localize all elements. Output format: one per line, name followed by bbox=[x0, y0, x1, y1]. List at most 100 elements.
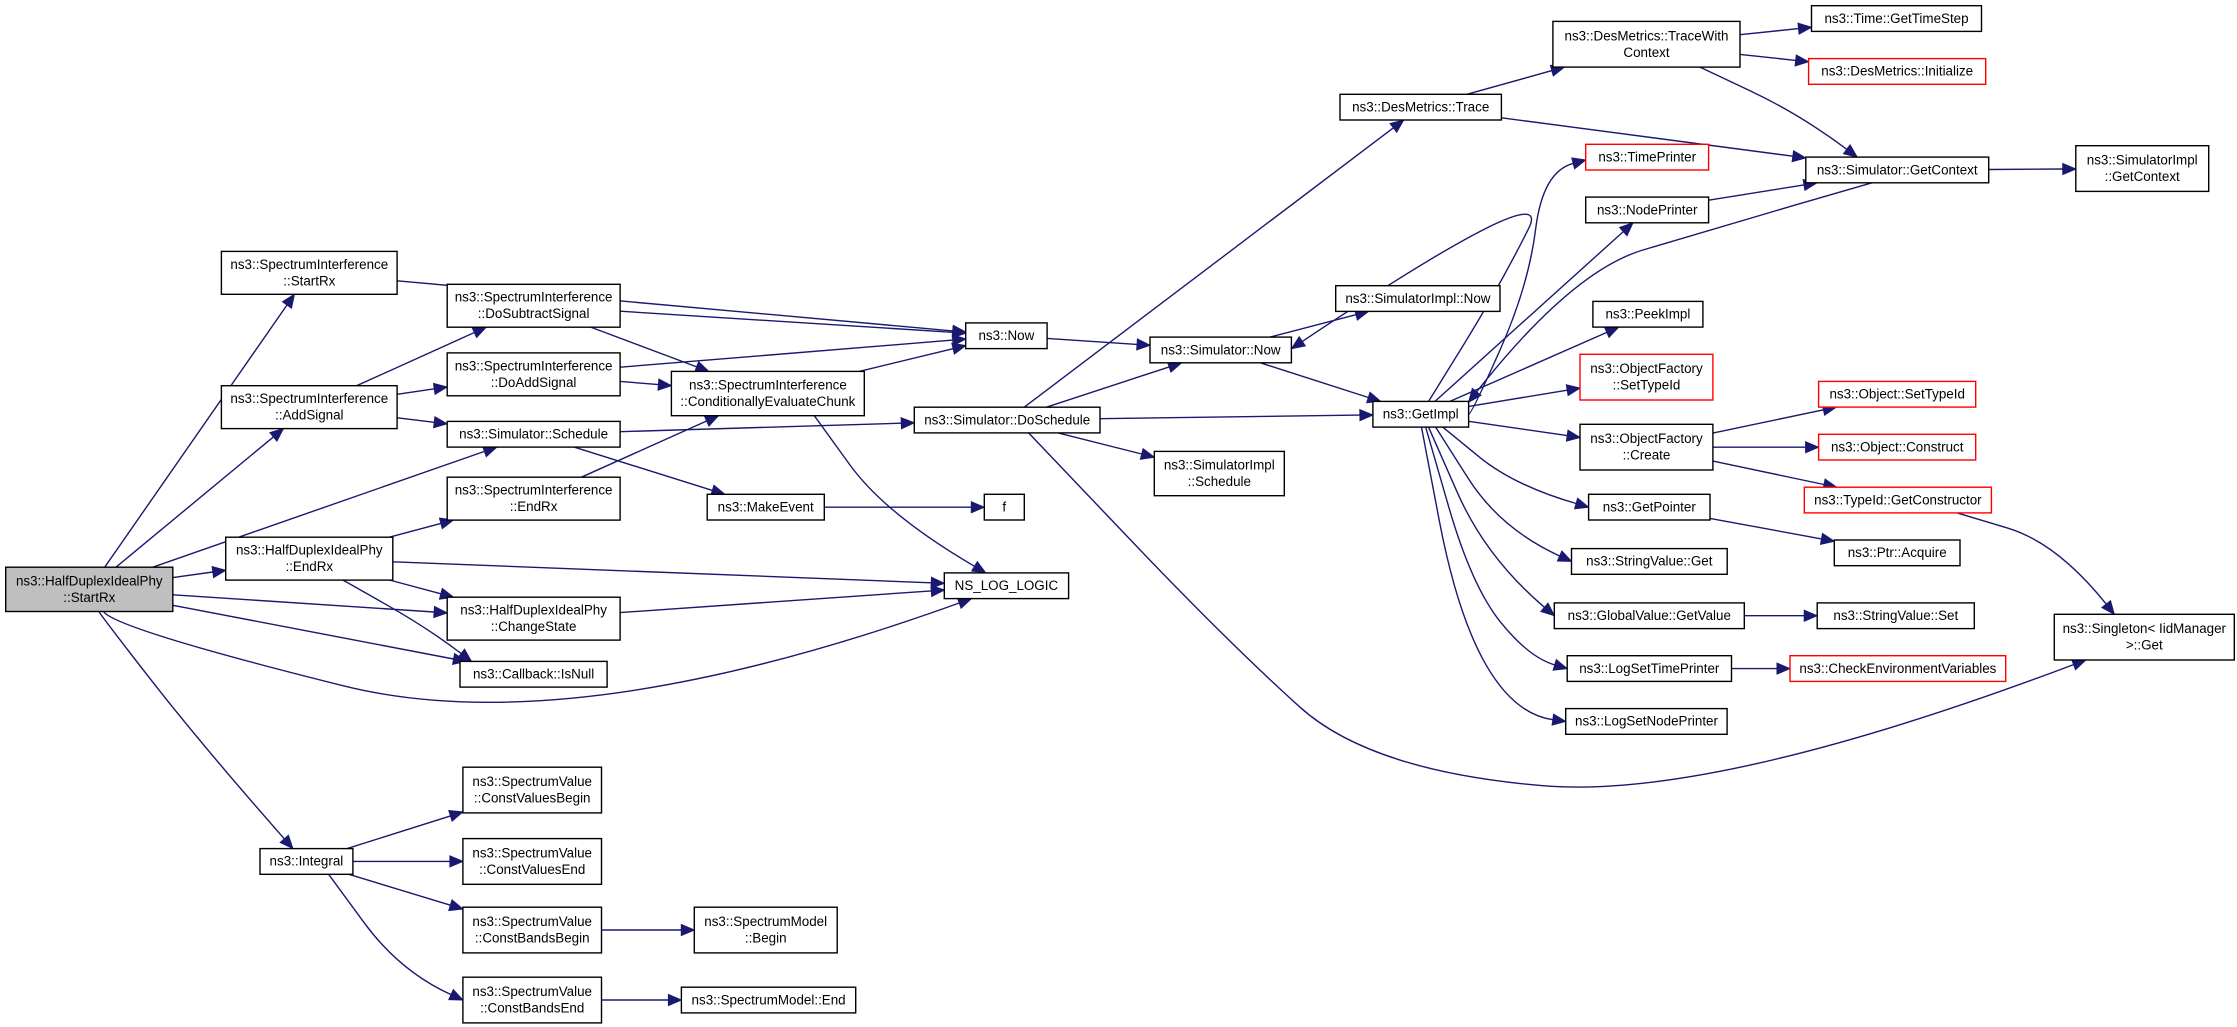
node-si-endrx[interactable]: ns3::SpectrumInterference::EndRx bbox=[446, 476, 621, 521]
edge-getimpl-to-of_settypeid bbox=[1468, 389, 1568, 408]
edge-desm_tracewith-to-sim_getcontext bbox=[1699, 66, 1848, 150]
node-logsettimeprinter[interactable]: ns3::LogSetTimePrinter bbox=[1566, 655, 1733, 683]
node-label: ns3::SimulatorImpl bbox=[1164, 458, 1275, 473]
node-box bbox=[983, 493, 1025, 521]
node-getimpl[interactable]: ns3::GetImpl bbox=[1372, 400, 1470, 428]
arrowhead-startrx-to-ns_log_logic bbox=[956, 597, 973, 610]
node-box bbox=[1817, 380, 1977, 408]
arrowhead-startrx-to-si_addsignal bbox=[269, 427, 285, 443]
node-getpointer[interactable]: ns3::GetPointer bbox=[1587, 493, 1711, 521]
node-sv-get[interactable]: ns3::StringValue::Get bbox=[1570, 547, 1728, 575]
node-sv-cvbegin[interactable]: ns3::SpectrumValue::ConstValuesBegin bbox=[462, 766, 603, 814]
node-label: ns3::HalfDuplexIdealPhy bbox=[16, 573, 163, 588]
node-ns-log-logic[interactable]: NS_LOG_LOGIC bbox=[943, 572, 1070, 600]
node-sm-end[interactable]: ns3::SpectrumModel::End bbox=[680, 986, 857, 1014]
node-singleton-get[interactable]: ns3::Singleton< IidManager>::Get bbox=[2053, 613, 2236, 661]
node-sim-doschedule[interactable]: ns3::Simulator::DoSchedule bbox=[913, 406, 1101, 434]
node-sv-set[interactable]: ns3::StringValue::Set bbox=[1816, 602, 1975, 630]
node-desm-init[interactable]: ns3::DesMetrics::Initialize bbox=[1807, 57, 1987, 85]
node-box bbox=[462, 766, 603, 814]
node-integral[interactable]: ns3::Integral bbox=[259, 847, 354, 875]
arrowhead-sim_doschedule-to-singleton_get bbox=[2070, 658, 2088, 671]
node-sim-getcontext[interactable]: ns3::Simulator::GetContext bbox=[1805, 156, 1990, 184]
node-si-dosub[interactable]: ns3::SpectrumInterference::DoSubtractSig… bbox=[446, 283, 621, 328]
edge-hd_endrx-to-ns_log_logic bbox=[392, 561, 932, 584]
arrowhead-integral-to-sv_cvend bbox=[449, 855, 465, 868]
arrowhead-hd_endrx-to-hd_changestate bbox=[438, 587, 455, 600]
node-checkenv[interactable]: ns3::CheckEnvironmentVariables bbox=[1789, 655, 2007, 683]
edge-getimpl-to-of_create bbox=[1468, 420, 1568, 437]
arrowhead-desm_tracewith-to-time_gettimestep bbox=[1797, 22, 1813, 35]
node-hd-changestate[interactable]: ns3::HalfDuplexIdealPhy::ChangeState bbox=[446, 596, 621, 641]
node-makeevent[interactable]: ns3::MakeEvent bbox=[706, 493, 826, 521]
arrowhead-sim_doschedule-to-desm_trace bbox=[1389, 119, 1405, 134]
node-label: ns3::LogSetNodePrinter bbox=[1575, 714, 1718, 729]
node-typeid-getctor[interactable]: ns3::TypeId::GetConstructor bbox=[1803, 486, 1993, 514]
node-label: ns3::CheckEnvironmentVariables bbox=[1799, 661, 1996, 676]
node-label: ::ConstValuesBegin bbox=[474, 791, 591, 806]
node-sv-cbbegin[interactable]: ns3::SpectrumValue::ConstBandsBegin bbox=[462, 906, 603, 954]
node-simimpl-getcontext[interactable]: ns3::SimulatorImpl::GetContext bbox=[2075, 144, 2210, 193]
arrowhead-getimpl-to-gv_getvalue bbox=[1540, 602, 1556, 617]
node-box bbox=[1579, 423, 1714, 471]
node-timeprinter[interactable]: ns3::TimePrinter bbox=[1584, 143, 1710, 171]
node-box bbox=[1552, 20, 1741, 68]
node-gv-getvalue[interactable]: ns3::GlobalValue::GetValue bbox=[1553, 602, 1746, 630]
node-sv-cvend[interactable]: ns3::SpectrumValue::ConstValuesEnd bbox=[462, 837, 603, 885]
edge-desm_trace-to-sim_getcontext bbox=[1501, 117, 1793, 157]
node-peekimpl[interactable]: ns3::PeekImpl bbox=[1592, 300, 1704, 328]
node-si-startrx[interactable]: ns3::SpectrumInterference::StartRx bbox=[220, 250, 398, 295]
node-label: ns3::Callback::IsNull bbox=[473, 667, 594, 682]
edge-sim_now-to-getimpl bbox=[1260, 362, 1369, 399]
node-of-settypeid[interactable]: ns3::ObjectFactory::SetTypeId bbox=[1579, 353, 1714, 401]
node-obj-construct[interactable]: ns3::Object::Construct bbox=[1817, 433, 1977, 461]
edge-sim_doschedule-to-desm_trace bbox=[1023, 127, 1394, 408]
node-sim-schedule[interactable]: ns3::Simulator::Schedule bbox=[446, 420, 621, 448]
node-label: ns3::SimulatorImpl::Now bbox=[1345, 291, 1490, 306]
node-now[interactable]: ns3::Now bbox=[965, 322, 1048, 350]
node-startrx[interactable]: ns3::HalfDuplexIdealPhy::StartRx bbox=[4, 566, 174, 613]
node-sim-now[interactable]: ns3::Simulator::Now bbox=[1149, 336, 1293, 364]
node-label: ::ChangeState bbox=[491, 619, 577, 634]
node-box bbox=[1372, 400, 1470, 428]
edge-sim_schedule-to-sim_doschedule bbox=[619, 422, 902, 433]
node-label: ns3::SpectrumInterference bbox=[455, 290, 613, 305]
node-label: ns3::PeekImpl bbox=[1605, 307, 1690, 322]
node-obj-settypeid[interactable]: ns3::Object::SetTypeId bbox=[1817, 380, 1977, 408]
arrowhead-desm_tracewith-to-sim_getcontext bbox=[1842, 143, 1859, 158]
node-simimpl-now[interactable]: ns3::SimulatorImpl::Now bbox=[1334, 285, 1501, 313]
node-si-addsignal[interactable]: ns3::SpectrumInterference::AddSignal bbox=[220, 385, 398, 430]
arrowhead-of_create-to-obj_construct bbox=[1805, 440, 1820, 454]
node-box bbox=[446, 352, 621, 397]
node-label: ns3::StringValue::Set bbox=[1833, 608, 1958, 623]
node-label: ns3::Ptr::Acquire bbox=[1848, 545, 1947, 560]
edge-startrx-to-si_addsignal bbox=[115, 436, 274, 568]
node-label: ns3::MakeEvent bbox=[718, 499, 814, 514]
node-simimpl-schedule[interactable]: ns3::SimulatorImpl::Schedule bbox=[1153, 450, 1286, 497]
node-hd-endrx[interactable]: ns3::HalfDuplexIdealPhy::EndRx bbox=[224, 536, 394, 581]
node-si-doadd[interactable]: ns3::SpectrumInterference::DoAddSignal bbox=[446, 352, 621, 397]
node-sv-cbend[interactable]: ns3::SpectrumValue::ConstBandsEnd bbox=[462, 976, 603, 1024]
node-si-cond[interactable]: ns3::SpectrumInterference::Conditionally… bbox=[670, 370, 866, 417]
node-desm-trace[interactable]: ns3::DesMetrics::Trace bbox=[1339, 93, 1503, 121]
arrowhead-desm_tracewith-to-desm_init bbox=[1794, 54, 1810, 67]
node-of-create[interactable]: ns3::ObjectFactory::Create bbox=[1579, 423, 1714, 471]
node-nodeprinter[interactable]: ns3::NodePrinter bbox=[1584, 196, 1710, 224]
node-ptr-acquire[interactable]: ns3::Ptr::Acquire bbox=[1833, 539, 1961, 567]
arrowhead-si_dosub-to-si_cond bbox=[693, 360, 710, 373]
arrowhead-startrx-to-hd_endrx bbox=[211, 565, 227, 579]
node-box bbox=[1810, 4, 1983, 33]
arrowhead-sim_getcontext-to-simimpl_getcontext bbox=[2062, 162, 2078, 176]
node-sm-begin[interactable]: ns3::SpectrumModel::Begin bbox=[693, 906, 838, 954]
node-cb-isnull[interactable]: ns3::Callback::IsNull bbox=[459, 660, 608, 688]
node-logsetnodeprinter[interactable]: ns3::LogSetNodePrinter bbox=[1564, 707, 1728, 735]
arrowhead-sim_schedule-to-sim_doschedule bbox=[900, 416, 916, 430]
edge-si_addsignal-to-si_doadd bbox=[397, 388, 435, 395]
edge-startrx-to-integral bbox=[98, 611, 285, 840]
node-f[interactable]: f bbox=[983, 493, 1025, 521]
node-box bbox=[1553, 602, 1746, 630]
edge-getimpl-to-getpointer bbox=[1442, 426, 1577, 505]
edge-desm_trace-to-desm_tracewith bbox=[1466, 69, 1553, 95]
node-time-gettimestep[interactable]: ns3::Time::GetTimeStep bbox=[1810, 4, 1983, 33]
